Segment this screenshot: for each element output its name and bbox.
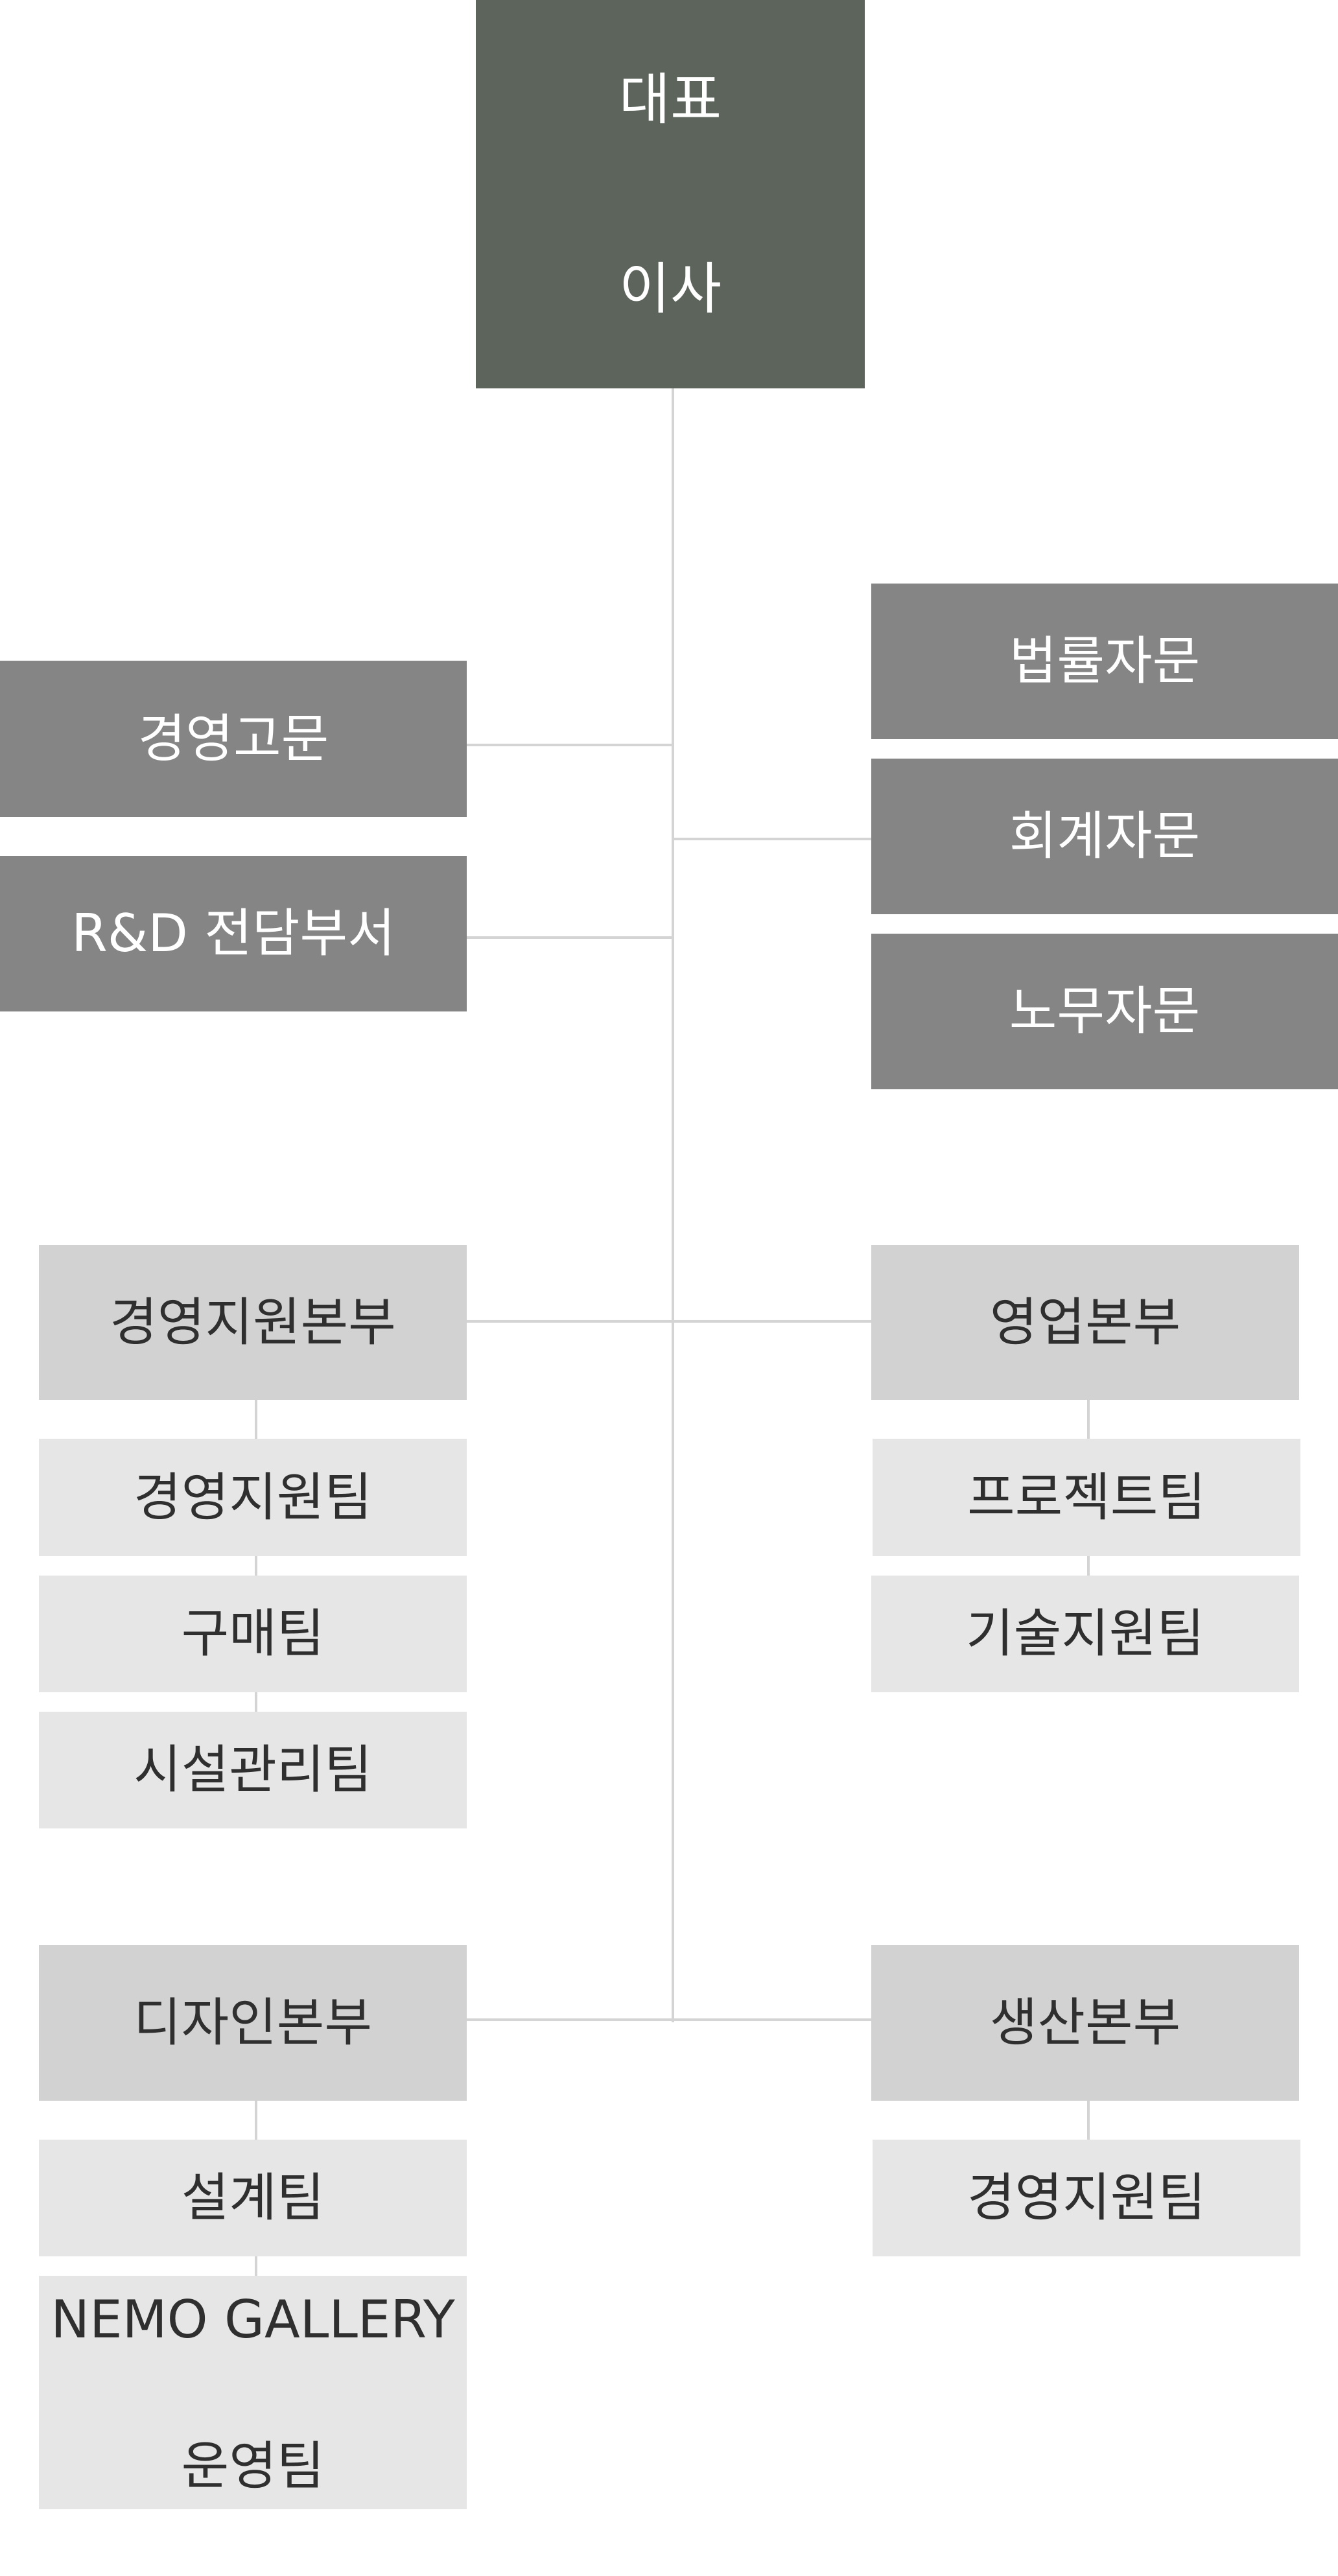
advisor-legal-box: 법률자문	[871, 584, 1338, 739]
management-support-team-connector	[255, 1399, 257, 1713]
advisor-management-label: 경영고문	[137, 708, 329, 769]
facilities-team-label: 시설관리팀	[134, 1740, 372, 1800]
org-chart: 대표 이사 경영고문 R&D 전담부서 법률자문 회계자문 노무자문 경영지원본…	[0, 0, 1338, 2509]
production-team-connector	[1087, 2099, 1090, 2141]
design-connector	[467, 2018, 673, 2021]
production-division-box: 생산본부	[871, 1945, 1299, 2101]
management-support-team-label: 경영지원팀	[134, 1467, 372, 1528]
production-team-label: 경영지원팀	[967, 2168, 1206, 2228]
design-team-label: 설계팀	[181, 2168, 325, 2228]
purchasing-team-box: 구매팀	[39, 1576, 467, 1692]
advisor-labor-box: 노무자문	[871, 934, 1338, 1089]
management-support-connector	[467, 1320, 673, 1323]
advisor-legal-label: 법률자문	[1009, 631, 1201, 691]
ceo-title-line2: 이사	[618, 256, 722, 322]
advisor-accounting-label: 회계자문	[1009, 806, 1201, 866]
advisor-rnd-box: R&D 전담부서	[0, 856, 467, 1011]
project-team-box: 프로젝트팀	[873, 1439, 1300, 1556]
sales-division-label: 영업본부	[989, 1292, 1181, 1353]
advisor-right-connector	[673, 838, 871, 840]
technical-support-team-box: 기술지원팀	[871, 1576, 1299, 1692]
management-support-division-box: 경영지원본부	[39, 1245, 467, 1400]
advisor-accounting-box: 회계자문	[871, 759, 1338, 914]
ceo-box: 대표 이사	[476, 0, 865, 388]
gallery-operation-team-box: NEMO GALLERY 운영팀	[39, 2276, 467, 2509]
design-team-box: 설계팀	[39, 2140, 467, 2256]
sales-division-box: 영업본부	[871, 1245, 1299, 1400]
main-vertical-connector	[672, 388, 674, 2022]
advisor-rnd-label: R&D 전담부서	[71, 903, 395, 963]
management-support-division-label: 경영지원본부	[110, 1292, 396, 1353]
production-connector	[673, 2018, 871, 2021]
gallery-operation-team-label: NEMO GALLERY 운영팀	[51, 2210, 455, 2576]
management-support-team-box: 경영지원팀	[39, 1439, 467, 1556]
production-team-box: 경영지원팀	[873, 2140, 1300, 2256]
advisor-left-connector-1	[467, 744, 673, 746]
advisor-management-box: 경영고문	[0, 661, 467, 817]
sales-connector	[673, 1320, 871, 1323]
technical-support-team-label: 기술지원팀	[966, 1603, 1204, 1664]
ceo-title-line1: 대표	[618, 67, 722, 132]
gallery-operation-team-line1: NEMO GALLERY	[51, 2289, 455, 2350]
advisor-labor-label: 노무자문	[1009, 981, 1201, 1041]
design-division-label: 디자인본부	[134, 1992, 372, 2053]
facilities-team-box: 시설관리팀	[39, 1712, 467, 1828]
purchasing-team-label: 구매팀	[181, 1603, 325, 1664]
design-division-box: 디자인본부	[39, 1945, 467, 2101]
project-team-label: 프로젝트팀	[967, 1467, 1206, 1528]
ceo-title: 대표 이사	[619, 0, 722, 431]
advisor-left-connector-2	[467, 936, 673, 939]
production-division-label: 생산본부	[989, 1992, 1181, 2053]
gallery-operation-team-line2: 운영팀	[181, 2435, 325, 2496]
